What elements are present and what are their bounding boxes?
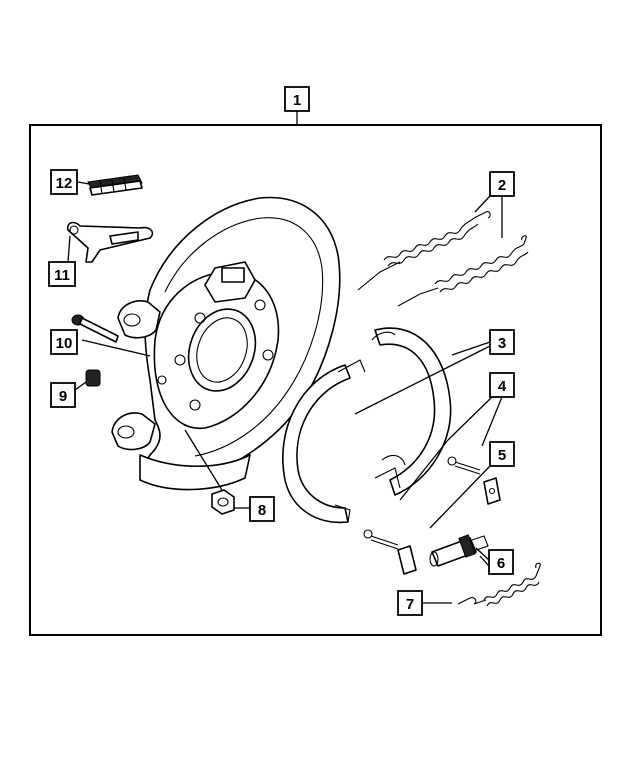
- callout-3-label: 3: [498, 335, 506, 352]
- callout-6-label: 6: [497, 555, 505, 572]
- callout-5-label: 5: [498, 447, 506, 464]
- callout-4-label: 4: [498, 378, 507, 395]
- callout-12[interactable]: 12: [50, 169, 78, 195]
- callout-1-label: 1: [293, 92, 301, 109]
- callout-9[interactable]: 9: [50, 382, 76, 408]
- callout-7-label: 7: [406, 596, 414, 613]
- callout-1[interactable]: 1: [284, 86, 310, 112]
- callout-6[interactable]: 6: [488, 549, 514, 575]
- callout-5[interactable]: 5: [489, 441, 515, 467]
- adjuster-assembly: [363, 529, 489, 575]
- shoe-clips: [87, 174, 143, 196]
- callout-8[interactable]: 8: [249, 496, 275, 522]
- callout-10-label: 10: [56, 335, 73, 352]
- backing-plate: [111, 196, 341, 491]
- nut: [211, 489, 235, 515]
- hold-down-pin: [447, 456, 481, 475]
- parking-brake-lever: [66, 221, 154, 263]
- brake-shoe-left: [282, 359, 366, 524]
- callout-4[interactable]: 4: [489, 372, 515, 398]
- callout-2[interactable]: 2: [489, 171, 515, 197]
- callout-11-label: 11: [54, 267, 70, 284]
- callout-3[interactable]: 3: [489, 329, 515, 355]
- adjuster-spring: [457, 562, 541, 607]
- mounting-bolt: [71, 314, 119, 343]
- callout-2-label: 2: [498, 177, 506, 194]
- brake-shoe-right: [371, 327, 452, 496]
- callout-8-label: 8: [258, 502, 266, 519]
- assembly-frame: [29, 124, 602, 636]
- callout-12-label: 12: [56, 175, 73, 192]
- callout-9-label: 9: [59, 388, 67, 405]
- access-plug: [85, 369, 101, 387]
- callout-10[interactable]: 10: [50, 329, 78, 355]
- return-springs: [357, 211, 529, 307]
- callout-11[interactable]: 11: [48, 261, 76, 287]
- callout-7[interactable]: 7: [397, 590, 423, 616]
- hold-down-clip: [483, 477, 501, 505]
